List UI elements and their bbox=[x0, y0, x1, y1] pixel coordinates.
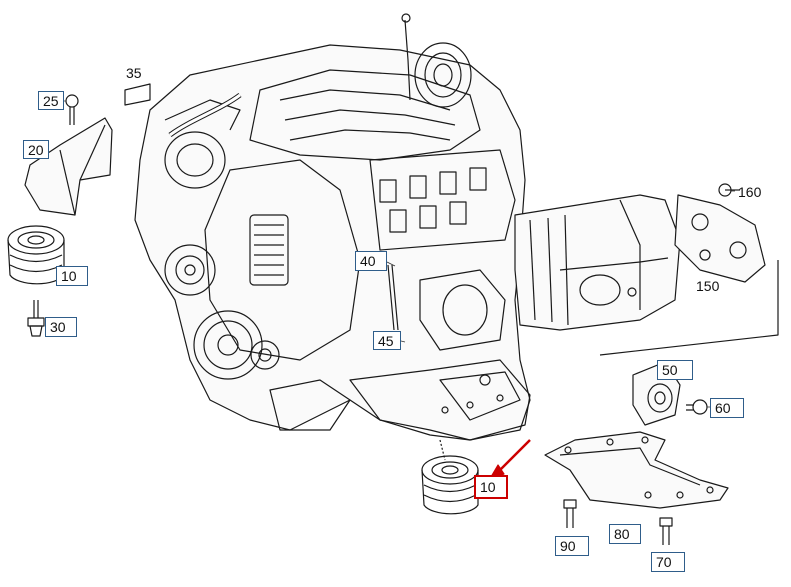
callout-70: 70 bbox=[651, 552, 685, 572]
callout-160: 160 bbox=[738, 184, 762, 200]
callout-60: 60 bbox=[710, 398, 744, 418]
left-mount-parts bbox=[7, 83, 151, 337]
callout-50: 50 bbox=[657, 360, 693, 380]
transmission-assembly bbox=[514, 194, 681, 331]
callout-20: 20 bbox=[23, 140, 49, 159]
callout-45: 45 bbox=[373, 331, 401, 350]
callout-40: 40 bbox=[355, 251, 387, 271]
crossmember-parts bbox=[544, 431, 729, 545]
callout-10-highlighted: 10 bbox=[474, 475, 508, 499]
callout-80: 80 bbox=[609, 524, 641, 544]
callout-35: 35 bbox=[126, 65, 142, 81]
callout-30: 30 bbox=[45, 317, 77, 337]
transmission-bracket-parts bbox=[599, 183, 779, 356]
callout-150: 150 bbox=[696, 278, 720, 294]
engine-assembly bbox=[134, 13, 531, 441]
engine-mount-highlighted bbox=[421, 439, 479, 515]
callout-25: 25 bbox=[38, 91, 64, 110]
callout-10-left: 10 bbox=[56, 266, 88, 286]
callout-90: 90 bbox=[555, 536, 589, 556]
